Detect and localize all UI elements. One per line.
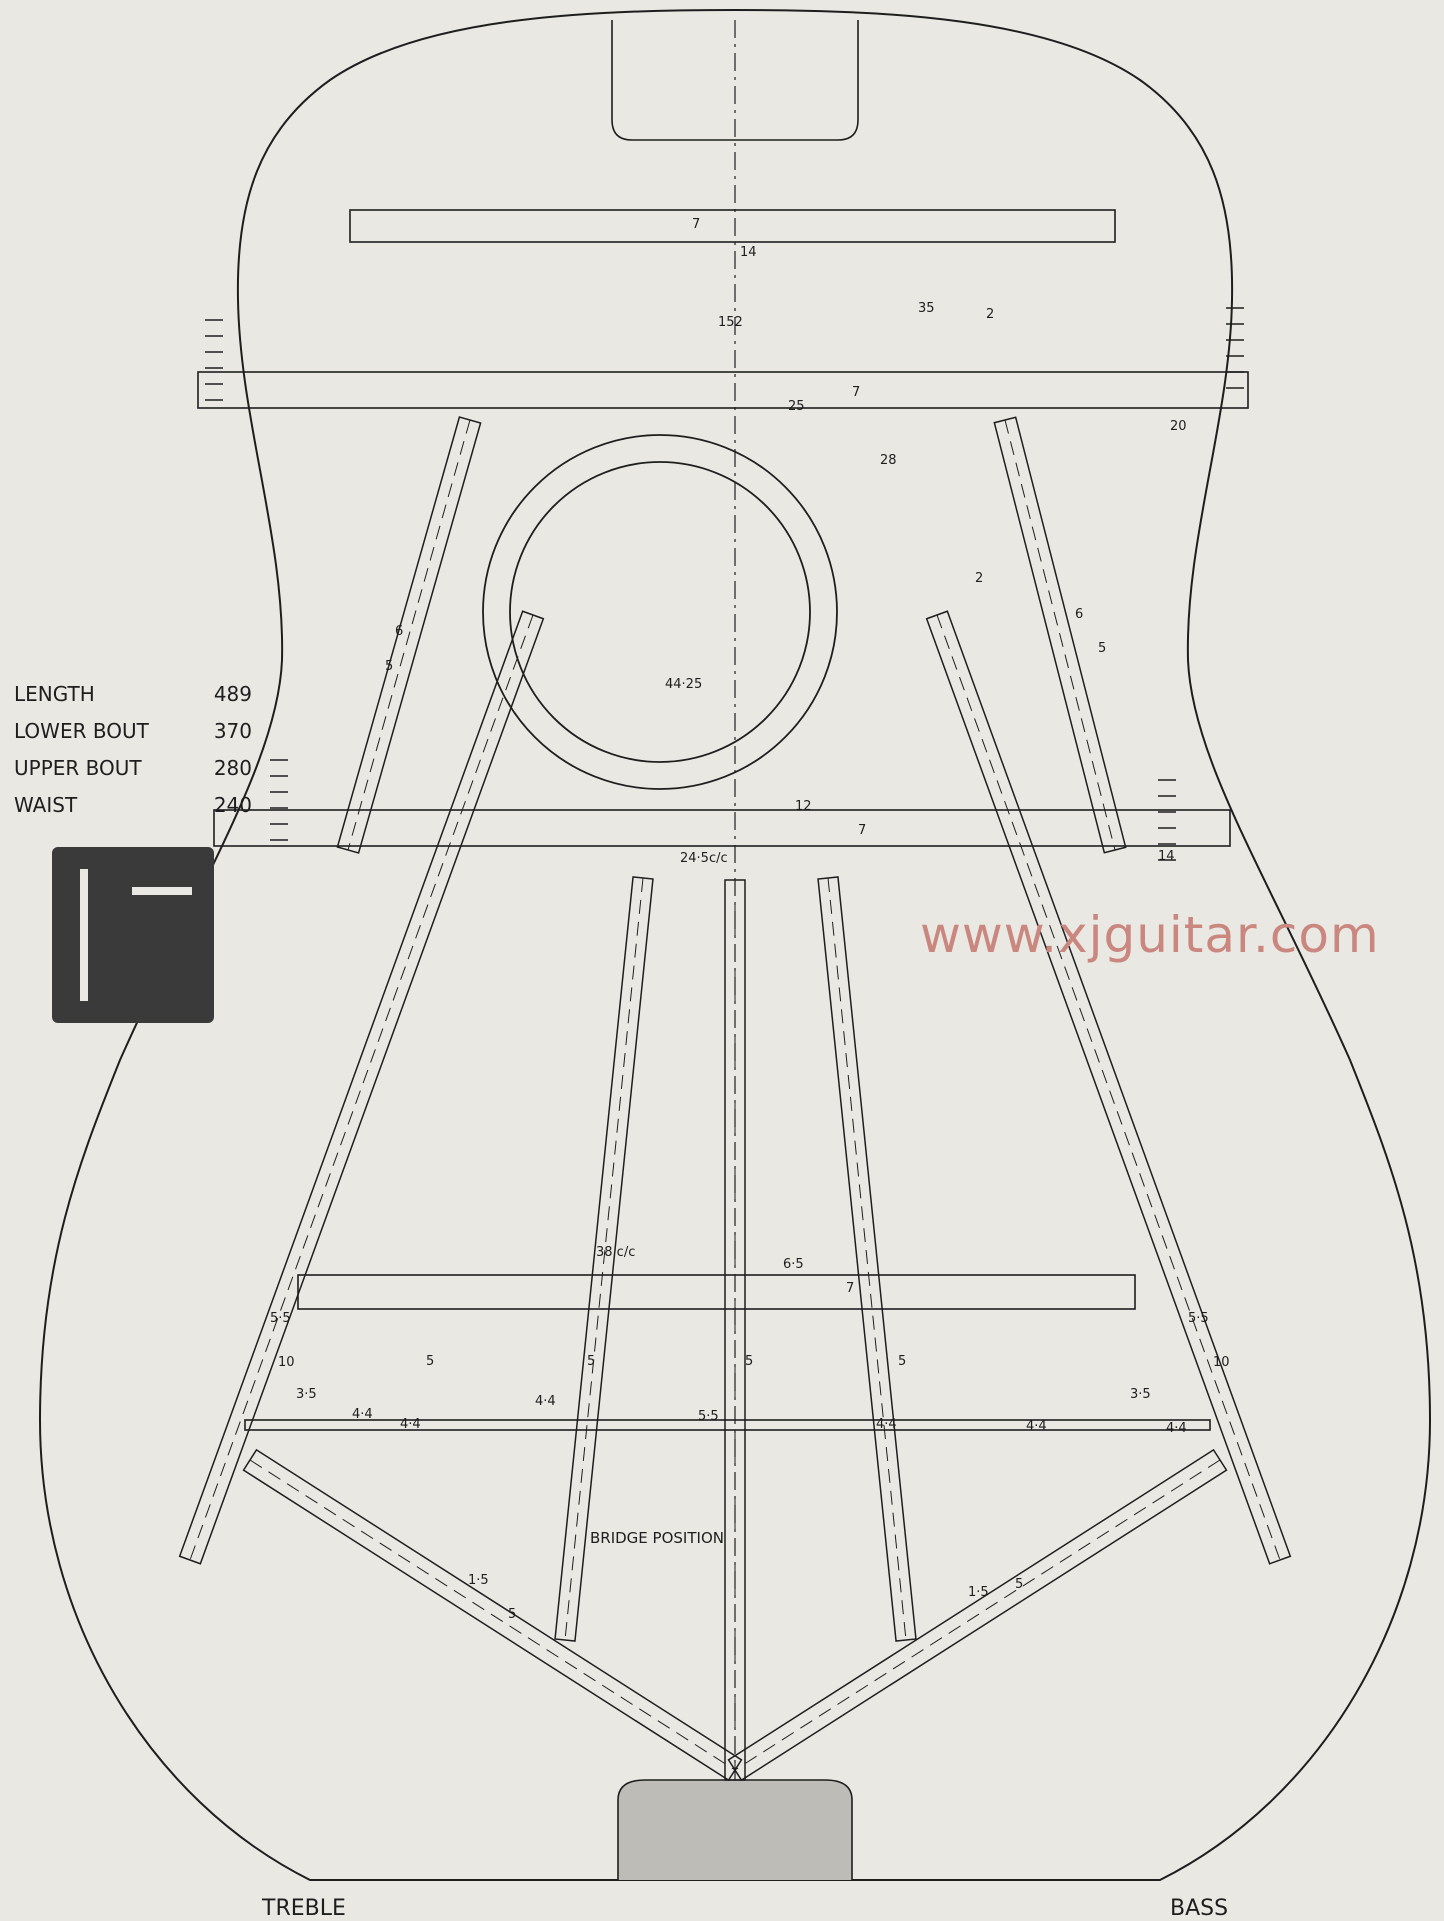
dimension-label: 1·5 [968, 1585, 989, 1600]
dimension-label: 152 [718, 315, 743, 330]
tail-block [617, 1779, 853, 1880]
dimension-label: 5·5 [270, 1311, 291, 1326]
fan-brace-5 [925, 610, 1292, 1565]
dimension-label: 5 [745, 1354, 753, 1369]
upper-right-finger-brace-centerline [1004, 419, 1116, 851]
dimension-label: 4·4 [876, 1417, 897, 1432]
dimension-label: 5 [508, 1607, 516, 1622]
dimension-label: 10 [278, 1355, 295, 1370]
fan-brace-5-centerline [936, 614, 1281, 1561]
dimension-label: 5·5 [1188, 1311, 1209, 1326]
dimension-label: 2 [986, 307, 994, 322]
dimension-label: 7 [846, 1281, 854, 1296]
dimension-label: 5 [1098, 641, 1106, 656]
dimension-label: 5 [1015, 1577, 1023, 1592]
dimension-label: 4·4 [535, 1394, 556, 1409]
fan-brace-1-centerline [189, 614, 534, 1561]
bass-label: BASS [1170, 1896, 1229, 1921]
dimension-label: 24·5c/c [680, 851, 728, 866]
dimension-label: 4·4 [1166, 1421, 1187, 1436]
upper-left-finger-brace-centerline [347, 419, 471, 851]
spec-label: LENGTH [14, 682, 95, 706]
dimension-label: 14 [740, 245, 757, 260]
dimension-label: 3·5 [1130, 1387, 1151, 1402]
brace-layer [178, 209, 1292, 1782]
dimension-label: 25 [788, 399, 805, 414]
seal-stamp [52, 847, 214, 1023]
closing-brace-right-centerline [734, 1459, 1221, 1771]
spec-value: 489 [213, 682, 252, 706]
spec-label: WAIST [14, 793, 78, 817]
dimension-label: 35 [918, 301, 935, 316]
dimension-label: 7 [858, 823, 866, 838]
fan-brace-2 [554, 876, 654, 1642]
lower-transverse-bar [213, 809, 1231, 847]
bridge-plate-line [244, 1419, 1211, 1431]
dimension-label: 4·4 [400, 1417, 421, 1432]
closing-brace-left [242, 1448, 743, 1782]
spec-row-length: LENGTH 489 [14, 676, 252, 713]
body-spec-table: LENGTH 489 LOWER BOUT 370 UPPER BOUT 280… [14, 676, 252, 824]
spec-row-lower-bout: LOWER BOUT 370 [14, 713, 252, 750]
dimension-label: 28 [880, 453, 897, 468]
dimension-label: 4·4 [352, 1407, 373, 1422]
dimension-label: 20 [1170, 419, 1187, 434]
fan-brace-2-centerline [564, 877, 644, 1641]
soundhole-inner-ring [509, 461, 811, 763]
dimension-label: 12 [795, 799, 812, 814]
dimension-label: 6 [395, 624, 403, 639]
dimension-label: 14 [1158, 849, 1175, 864]
dimension-label: 6 [1075, 607, 1083, 622]
spec-value: 370 [213, 719, 252, 743]
upper-transverse-bar [197, 371, 1249, 409]
watermark-text: www.xjguitar.com [920, 906, 1380, 964]
fan-brace-1 [178, 610, 545, 1565]
dimension-label: 5·5 [698, 1409, 719, 1424]
fan-brace-4 [817, 876, 917, 1642]
dimension-label: 5 [898, 1354, 906, 1369]
treble-label: TREBLE [262, 1896, 346, 1921]
closing-brace-right [727, 1448, 1228, 1782]
dimension-label: 1·5 [468, 1573, 489, 1588]
upper-left-finger-brace [336, 416, 482, 854]
dimension-label: 4·4 [1026, 1419, 1047, 1434]
upper-right-finger-brace [993, 416, 1127, 854]
spec-label: UPPER BOUT [14, 756, 142, 780]
dimension-label: 5 [385, 659, 393, 674]
dimension-label: 7 [852, 385, 860, 400]
dimension-label: 44·25 [665, 677, 702, 692]
fan-brace-4-centerline [827, 877, 907, 1641]
dimension-label: 38 c/c [596, 1245, 635, 1260]
spec-value: 280 [213, 756, 252, 780]
dimension-label: 6·5 [783, 1257, 804, 1272]
neck-block [611, 20, 859, 141]
dimension-labels: 7 14 35 2 152 7 25 20 28 44·25 2 6 5 6 5 12 7 24·5c/c 14 38… [270, 217, 1230, 1622]
spec-value: 240 [213, 793, 252, 817]
lower-harmonic-bar [297, 1274, 1136, 1310]
dimension-label: 10 [1213, 1355, 1230, 1370]
guitar-body-outline [38, 8, 1432, 1881]
dimension-label: 2 [975, 571, 983, 586]
bridge-position-label: BRIDGE POSITION [590, 1529, 724, 1547]
closing-brace-left-centerline [249, 1459, 736, 1771]
dimension-label: 3·5 [296, 1387, 317, 1402]
spec-row-waist: WAIST 240 [14, 787, 252, 824]
spec-row-upper-bout: UPPER BOUT 280 [14, 750, 252, 787]
upper-harmonic-bar [349, 209, 1116, 243]
soundhole-outer-ring [482, 434, 838, 790]
spec-label: LOWER BOUT [14, 719, 149, 743]
dimension-label: 7 [692, 217, 700, 232]
fan-brace-3 [724, 879, 746, 1781]
dimension-label: 5 [426, 1354, 434, 1369]
dimension-label: 5 [587, 1354, 595, 1369]
